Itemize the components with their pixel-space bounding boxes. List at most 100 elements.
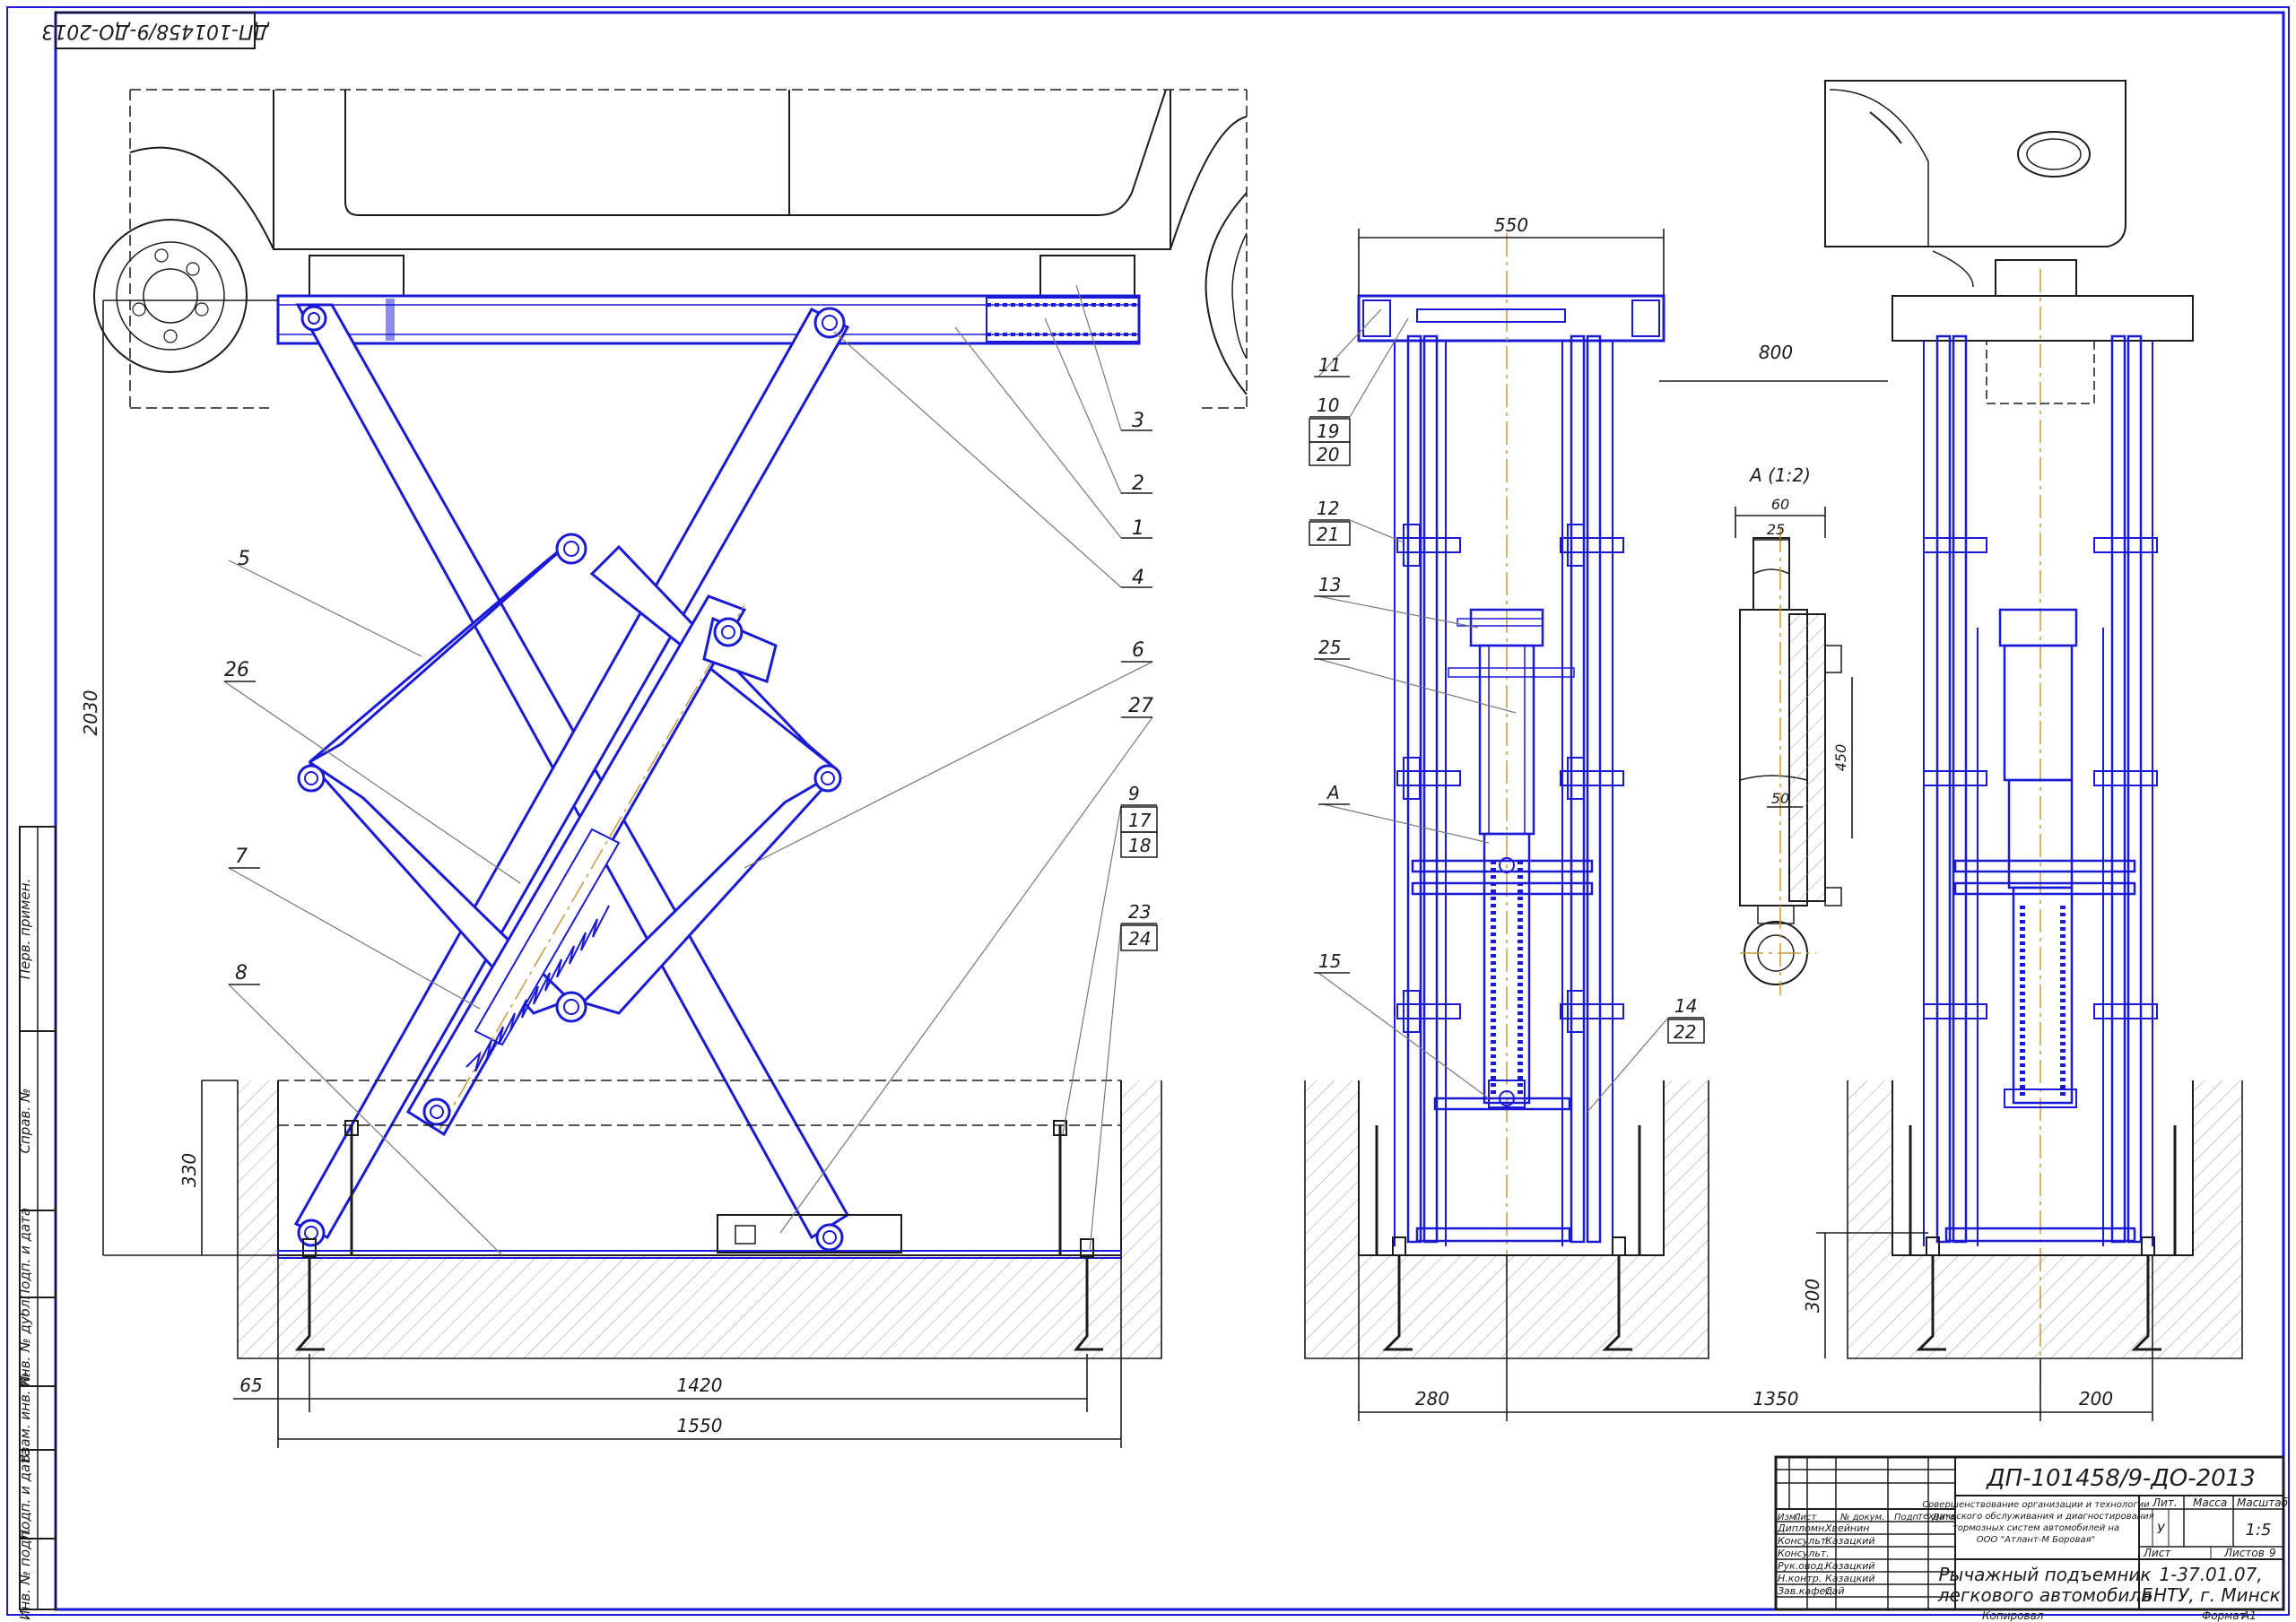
format-label: Формат xyxy=(2202,1609,2247,1622)
tb-role: Консульт. xyxy=(1778,1548,1830,1559)
strip-label: Справ. № xyxy=(17,1089,33,1154)
tb-role: Зав.кафед. xyxy=(1778,1585,1835,1597)
callout: 22 xyxy=(1674,1021,1696,1043)
strip-label: Подп. и дата xyxy=(17,1448,33,1540)
mass-label: Масса xyxy=(2193,1496,2227,1509)
tb-header: Подп. xyxy=(1894,1513,1921,1522)
callout: 12 xyxy=(1317,498,1339,519)
strip-label: Подп. и дата xyxy=(17,1208,33,1299)
callout: 13 xyxy=(1318,574,1341,595)
end-callouts: 11 10 19 20 12 21 13 25 A 15 xyxy=(1309,308,1705,1113)
tb-header: Изм. xyxy=(1778,1513,1799,1522)
sheets-value: 9 xyxy=(2269,1547,2276,1559)
scale-label: Масштаб xyxy=(2237,1496,2289,1509)
copied-label: Копировал xyxy=(1982,1609,2044,1622)
tb-role: Дипломн. xyxy=(1777,1522,1828,1534)
strip-label: Перв. примен. xyxy=(17,879,33,980)
callout: 20 xyxy=(1317,444,1339,465)
tb-name: Сай xyxy=(1825,1585,1845,1597)
corner-code: ДП-101458/9-ДО-2013 xyxy=(41,20,269,42)
pivots xyxy=(297,305,846,1252)
lit-value: У xyxy=(2157,1522,2166,1537)
detail-a-view: А (1:2) 60 25 450 50 xyxy=(1735,464,1853,995)
callout: 15 xyxy=(1318,950,1341,972)
front-view: 2030 330 65 1420 1550 3 2 1 xyxy=(80,89,1248,1448)
scissor-arms xyxy=(293,303,850,1240)
tb-role: Рук.овод. xyxy=(1778,1560,1826,1572)
format-value: А1 xyxy=(2241,1609,2257,1622)
callout: 23 xyxy=(1128,901,1151,923)
callout: 11 xyxy=(1318,354,1341,376)
dim-center-span: 1350 xyxy=(1753,1388,1799,1409)
project-title-line: технического обслуживания и диагностиров… xyxy=(1918,1511,2154,1522)
sheet-label: Лист xyxy=(2143,1547,2171,1559)
sheets-label: Листов xyxy=(2223,1547,2265,1559)
tb-name: Казацкий xyxy=(1825,1560,1875,1572)
callout: 4 xyxy=(1132,567,1144,589)
dim-detail-width: 60 xyxy=(1771,496,1789,513)
callout: 6 xyxy=(1132,639,1144,662)
callout: 8 xyxy=(235,962,248,984)
pit xyxy=(237,1080,1162,1359)
tb-name: Хвейнин xyxy=(1824,1522,1869,1534)
callout: 3 xyxy=(1132,410,1144,432)
dim-detail-depth: 50 xyxy=(1771,790,1789,807)
dim-detail-stroke: 450 xyxy=(1832,744,1849,772)
strip-label: Инв. № подл. xyxy=(17,1527,33,1619)
detail-title: А (1:2) xyxy=(1748,464,1811,486)
end-cylinder xyxy=(1448,608,1575,1108)
end-dimensions: 550 800 280 1350 200 xyxy=(1358,214,2152,1421)
callout: 19 xyxy=(1317,421,1339,442)
side-strip: Перв. примен. Справ. № Подп. и дата Инв.… xyxy=(17,826,57,1620)
title-block: ДП-101458/9-ДО-2013 Изм. Лист № докум. П… xyxy=(1774,1455,2289,1622)
dim-right-offset: 200 xyxy=(2079,1388,2113,1409)
project-title-line: тормозных систем автомобилей на xyxy=(1952,1522,2119,1533)
dim-anchor-depth: 300 xyxy=(1802,1279,1823,1313)
scale-value: 1:5 xyxy=(2246,1521,2272,1540)
dim-pit-depth: 330 xyxy=(178,1153,200,1187)
callout: 27 xyxy=(1128,695,1153,717)
tb-role: Н.контр. xyxy=(1778,1573,1822,1584)
callout: 24 xyxy=(1128,928,1151,950)
dim-left-offset: 280 xyxy=(1415,1388,1449,1409)
dim-detail-offset: 25 xyxy=(1767,521,1785,538)
dim-height: 2030 xyxy=(80,690,101,736)
project-title-line: ООО "Атлант-М Боровая" xyxy=(1977,1535,2095,1545)
end-view-right: 300 xyxy=(1802,80,2243,1421)
front-callouts: 3 2 1 4 5 26 6 27 7 xyxy=(223,284,1158,1256)
tb-name: Казацкий xyxy=(1825,1573,1875,1584)
lit-label: Лит. xyxy=(2152,1496,2178,1509)
callout: 26 xyxy=(224,659,249,681)
strip-label: Инв. № дубл. xyxy=(17,1296,33,1388)
drawing-code: ДП-101458/9-ДО-2013 xyxy=(1986,1465,2256,1492)
bolt-groups xyxy=(1396,524,1624,1033)
callout: 1 xyxy=(1132,517,1144,540)
corner-code-box: ДП-101458/9-ДО-2013 xyxy=(41,12,270,49)
dim-base-length: 1550 xyxy=(677,1415,723,1436)
end-view-left: 550 800 280 1350 200 11 10 19 20 xyxy=(1304,214,2152,1421)
tb-header: Лист xyxy=(1793,1513,1818,1522)
project-title-line: Совершенствование организации и технолог… xyxy=(1922,1500,2150,1510)
lift-platform xyxy=(276,294,1141,345)
callout: 21 xyxy=(1317,524,1339,545)
dim-anchor-span: 1420 xyxy=(677,1375,723,1396)
callout: 17 xyxy=(1128,810,1152,831)
dim-gap: 800 xyxy=(1759,342,1793,363)
callout: 14 xyxy=(1674,995,1697,1017)
callout: 7 xyxy=(235,846,248,868)
tb-role: Консульт. xyxy=(1778,1535,1830,1547)
dim-platform-width: 550 xyxy=(1494,214,1528,236)
callout: 10 xyxy=(1317,395,1339,416)
callout: 5 xyxy=(238,548,250,570)
tb-header: № докум. xyxy=(1839,1513,1884,1522)
tb-header: Дата xyxy=(1931,1513,1955,1522)
strip-label: Взам. инв. № xyxy=(17,1372,33,1463)
callout: A xyxy=(1326,782,1340,803)
tb-name: Казацкий xyxy=(1825,1535,1875,1547)
sheet-title-line: Рычажный подъемник xyxy=(1939,1564,2152,1585)
drawing-frame xyxy=(6,6,2290,1616)
wheel-left xyxy=(93,219,248,373)
sheet-title-line: легкового автомобиля xyxy=(1937,1584,2152,1606)
callout: 18 xyxy=(1128,835,1151,856)
